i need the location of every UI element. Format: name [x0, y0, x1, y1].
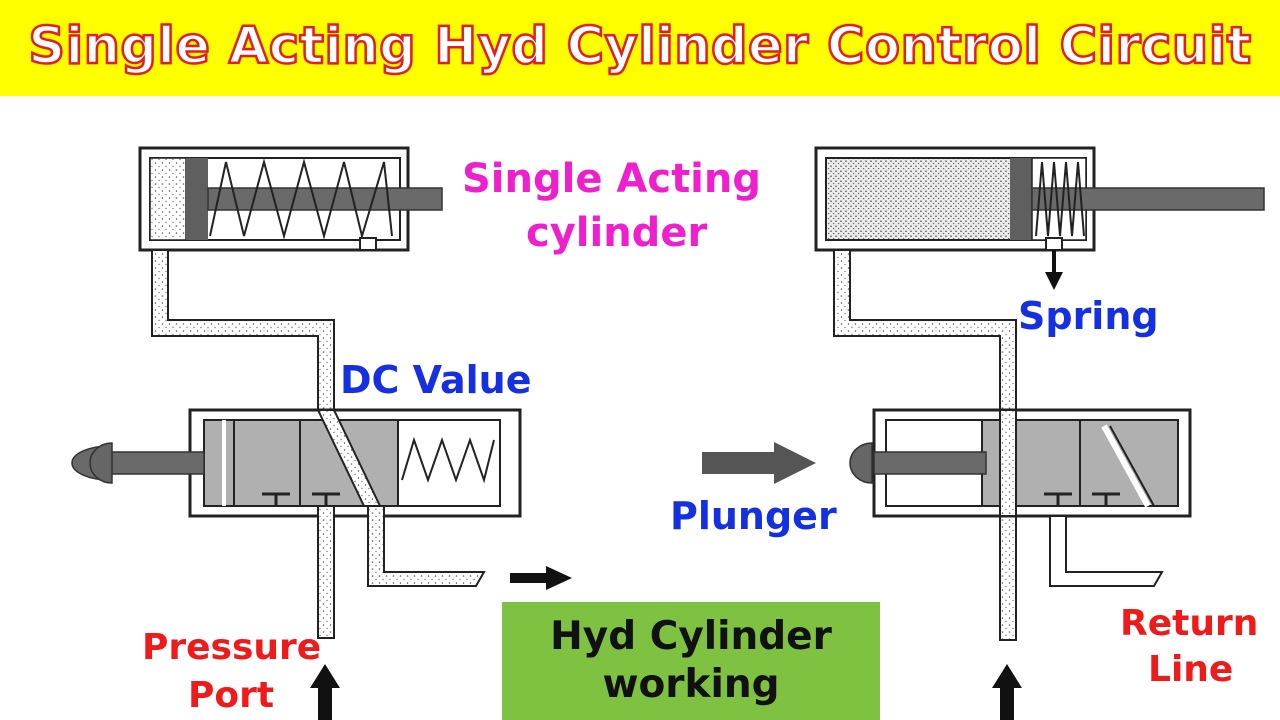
- left-dc-valve: [71, 408, 522, 518]
- left-outlet-pipe: [367, 505, 486, 587]
- right-return-outlet: [1049, 515, 1164, 587]
- right-input-arrow-icon: [992, 664, 1022, 720]
- right-cylinder: [814, 146, 1265, 290]
- label-single-acting-line1: Single Acting: [462, 156, 762, 202]
- title-banner: Single Acting Hyd Cylinder Control Circu…: [0, 0, 1280, 96]
- right-circuit: [814, 146, 1265, 720]
- caption-line1: Hyd Cylinder: [550, 614, 832, 659]
- circuit-diagram: [71, 146, 1265, 720]
- label-single-acting-line2: cylinder: [526, 210, 708, 256]
- label-plunger: Plunger: [670, 494, 837, 538]
- label-pressure-line1: Pressure: [142, 627, 322, 668]
- flow-arrow-right-icon: [510, 566, 572, 590]
- label-return-line1: Return: [1120, 603, 1259, 644]
- label-pressure-line2: Port: [188, 675, 275, 716]
- page-title: Single Acting Hyd Cylinder Control Circu…: [27, 16, 1252, 78]
- left-circuit: [71, 146, 572, 720]
- left-supply-pipe: [151, 249, 335, 411]
- caption-box: Hyd Cylinder working: [502, 602, 880, 720]
- pressure-port-arrow-icon: [310, 664, 340, 720]
- label-spring: Spring: [1018, 294, 1159, 338]
- left-cylinder: [138, 146, 443, 252]
- label-dc-value: DC Value: [340, 358, 532, 402]
- right-dc-valve: [849, 408, 1192, 518]
- label-return-line2: Line: [1148, 649, 1234, 690]
- right-return-pipe: [833, 249, 1017, 641]
- transition-arrow-icon: [702, 442, 816, 484]
- caption-line2: working: [602, 662, 780, 707]
- left-pressure-pipe: [317, 505, 335, 639]
